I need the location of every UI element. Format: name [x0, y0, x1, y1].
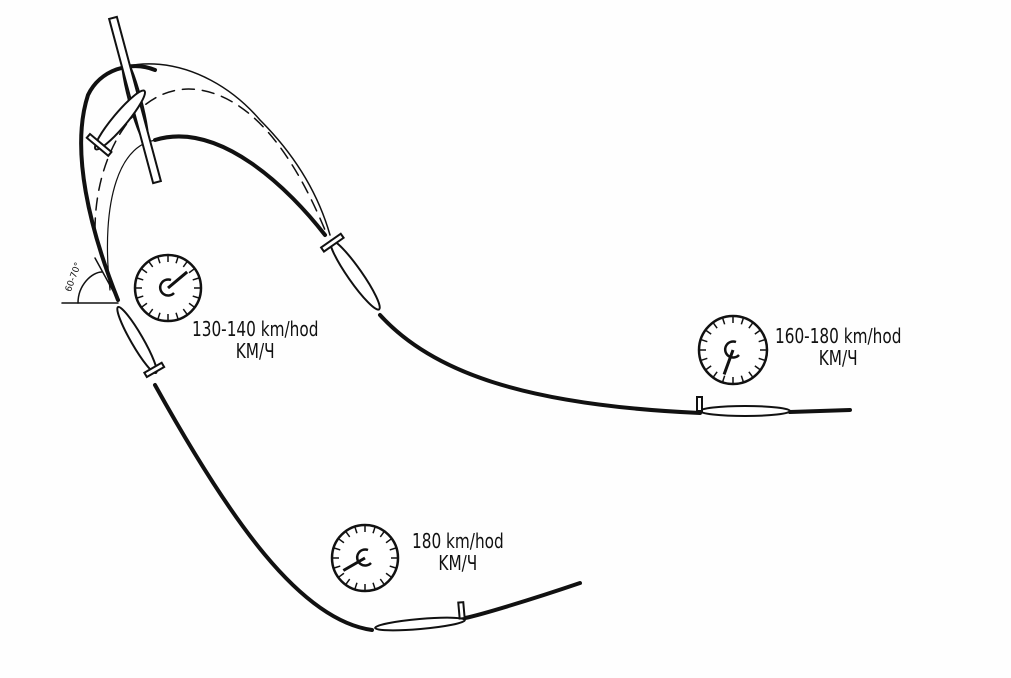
speed-value: 180 km/hod — [412, 529, 504, 553]
flight-path-dive — [153, 383, 374, 632]
angle-arc — [77, 271, 103, 304]
flight-path-alt-thin — [87, 63, 331, 236]
gauge-needle — [722, 349, 735, 375]
gauge-needle — [167, 270, 189, 290]
speed-value: 130-140 km/hod — [192, 317, 319, 341]
glider-icon-level-right — [696, 396, 791, 417]
speed-label-2: 160-180 km/hod KM/Ч — [775, 325, 901, 369]
speed-label-3: 180 km/hod KM/Ч — [412, 530, 504, 574]
flight-path-alt-dashed — [94, 88, 326, 231]
speed-unit: KM/Ч — [438, 551, 478, 575]
airspeed-gauge-icon — [330, 523, 400, 593]
gauge-needle — [342, 556, 366, 572]
glider-icon-climbing — [116, 305, 166, 379]
glider-icon-bottom — [374, 601, 466, 632]
flight-path-main — [463, 581, 582, 620]
glider-icon-top — [85, 89, 147, 158]
flight-path-over-top — [153, 134, 327, 237]
flight-path-level — [788, 408, 852, 414]
airspeed-gauge-icon — [697, 314, 769, 386]
glider-icon-descending — [319, 232, 381, 311]
speed-label-1: 130-140 km/hod KM/Ч — [192, 318, 318, 362]
flight-path-recovery — [378, 313, 702, 415]
speed-value: 160-180 km/hod — [775, 324, 902, 348]
speed-unit: KM/Ч — [235, 339, 275, 363]
speed-unit: KM/Ч — [818, 346, 858, 370]
angle-line — [94, 257, 119, 301]
glider-icons — [85, 15, 791, 632]
airspeed-gauge-icon — [133, 253, 203, 323]
